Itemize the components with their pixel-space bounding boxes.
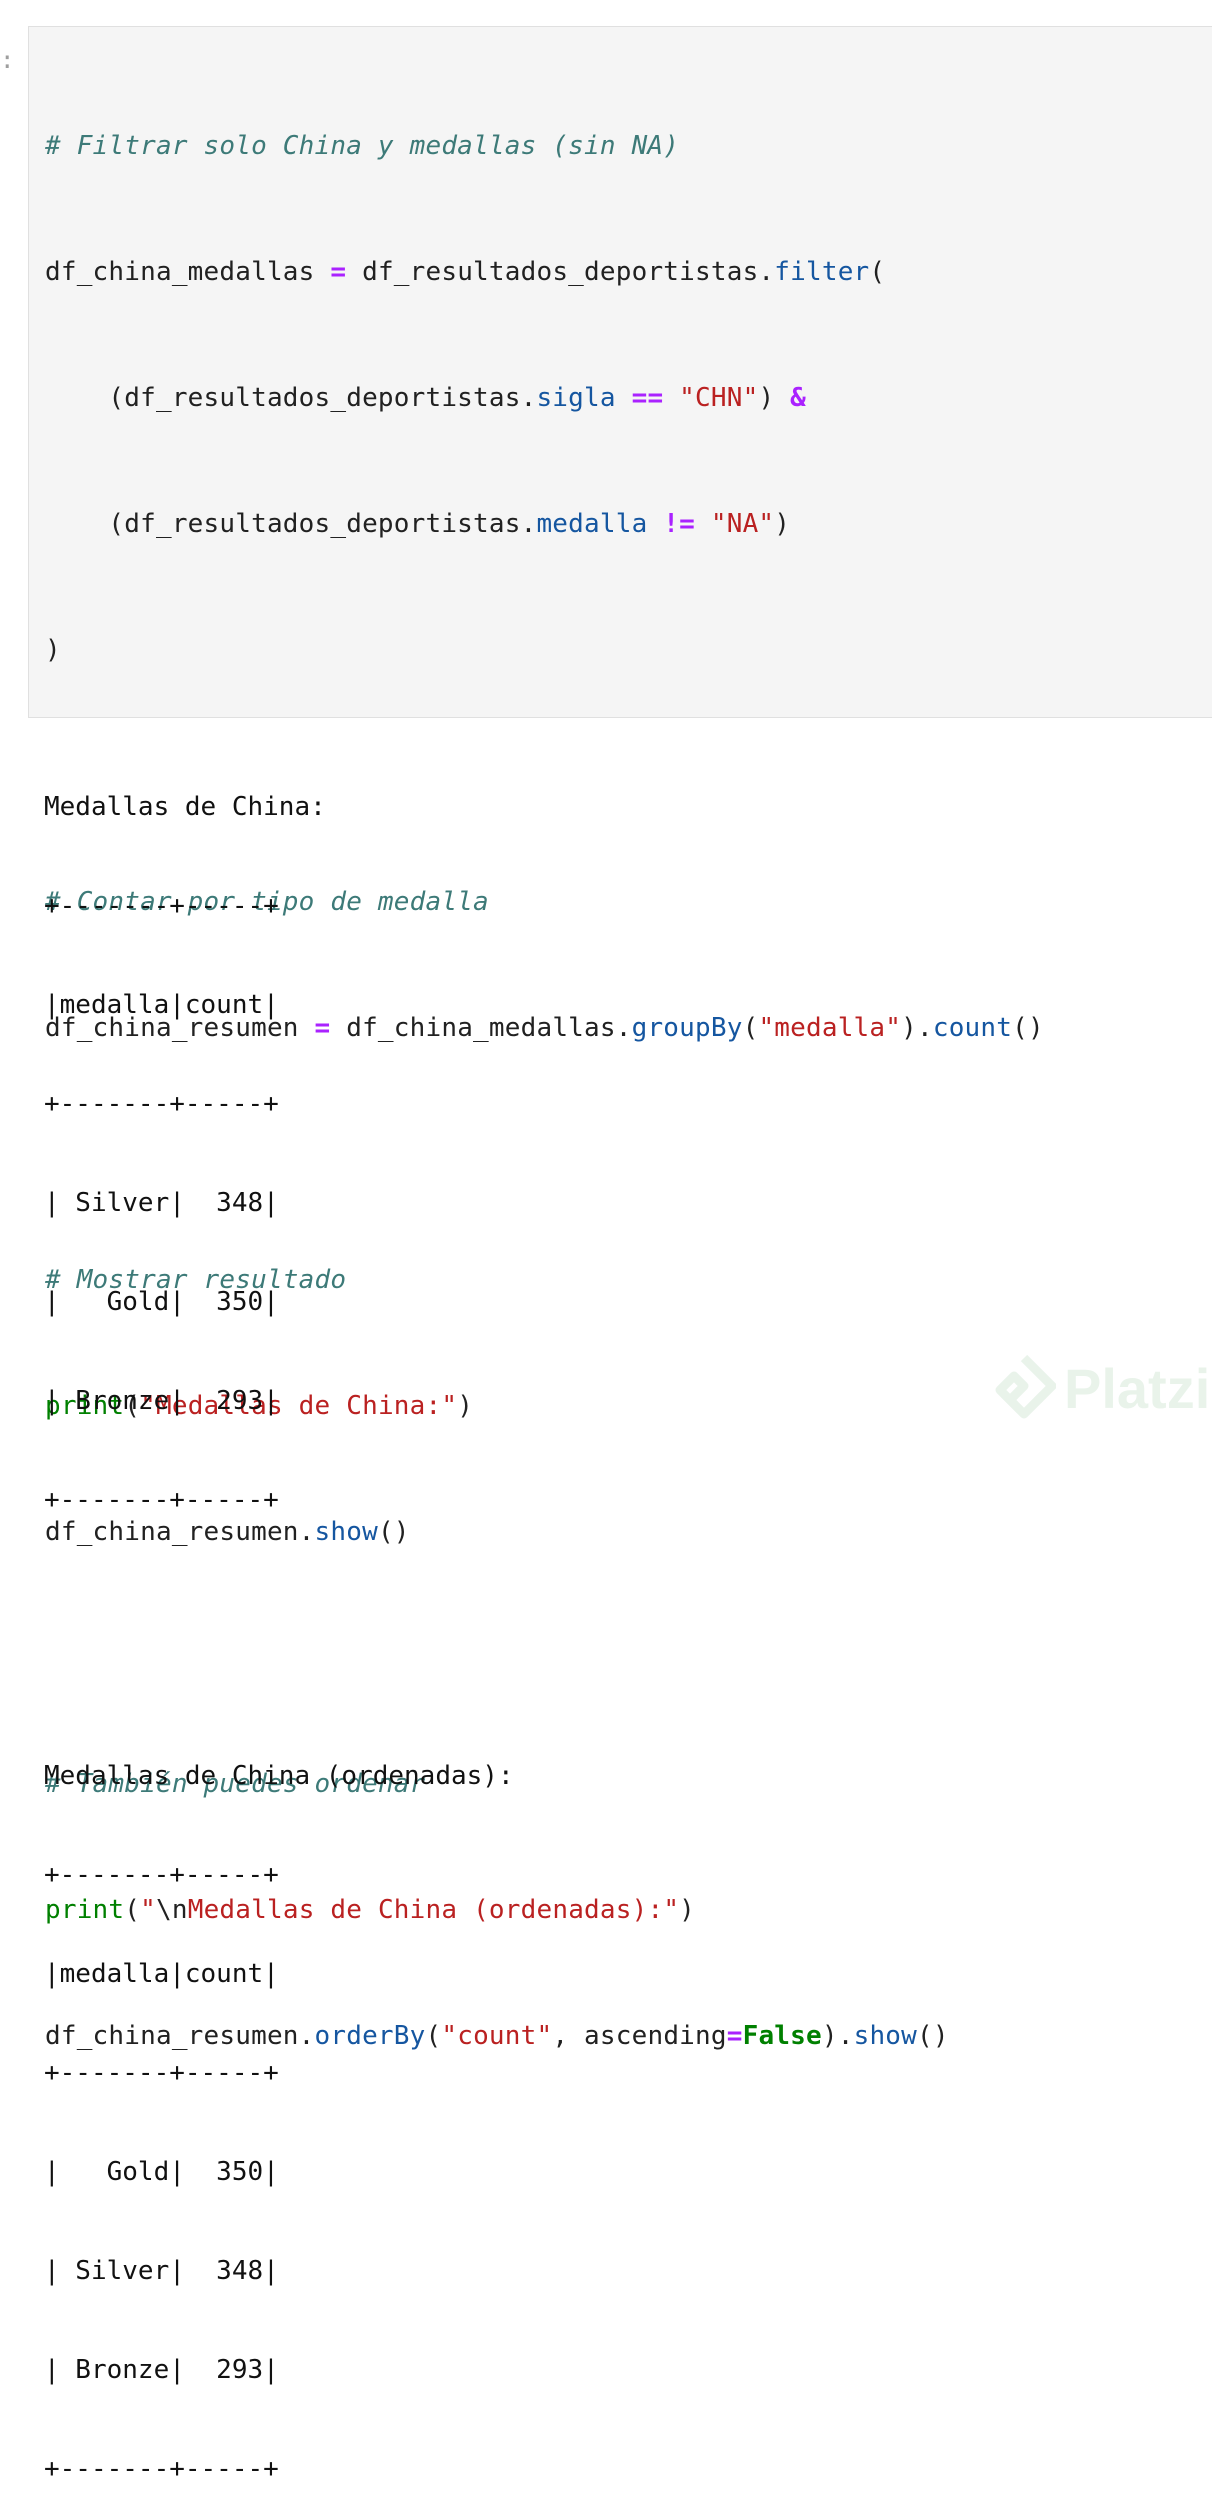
output-title: Medallas de China (ordenadas): — [44, 1761, 514, 1791]
code-token: ) — [758, 383, 791, 413]
code-string: "medalla" — [758, 1013, 902, 1043]
code-token: df_china_medallas. — [330, 1013, 632, 1043]
code-operator: = — [330, 257, 347, 287]
code-token: () — [1012, 1013, 1044, 1043]
code-cell-input[interactable]: # Filtrar solo China y medallas (sin NA)… — [28, 26, 1212, 2051]
code-method: filter — [774, 257, 870, 287]
platzi-watermark: Platzi — [992, 1350, 1210, 1430]
code-token: df_china_medallas — [45, 257, 331, 287]
output-table-row: | Gold| 350| — [44, 1287, 279, 1317]
code-token: df_china_resumen — [45, 1013, 315, 1043]
code-builtin: print — [45, 1391, 125, 1421]
code-token: ( — [124, 1391, 141, 1421]
code-string: "Medallas de China:" — [140, 1391, 458, 1421]
output-title: Medallas de China: — [44, 792, 326, 822]
code-comment: # Filtrar solo China y medallas (sin NA) — [45, 131, 680, 161]
code-token: ) — [45, 635, 61, 665]
output-table-border: +-------+-----+ — [44, 1860, 279, 1890]
output-table-row: | Silver| 348| — [44, 1188, 279, 1218]
watermark-text: Platzi — [1064, 1357, 1211, 1420]
code-token — [663, 383, 679, 413]
output-table-header: |medalla|count| — [44, 1959, 279, 1989]
output-table-row: | Silver| 348| — [44, 2256, 279, 2286]
code-token: (df_resultados_deportistas. — [45, 383, 537, 413]
code-token: ). — [901, 1013, 933, 1043]
platzi-logo-icon — [995, 1354, 1056, 1419]
code-method: count — [932, 1013, 1013, 1043]
code-keyword: False — [742, 2021, 822, 2051]
code-line-1: # Filtrar solo China y medallas (sin NA) — [45, 125, 1044, 167]
code-line-2: df_china_medallas = df_resultados_deport… — [45, 251, 1044, 293]
code-method: groupBy — [631, 1013, 743, 1043]
output-table-border: +-------+-----+ — [44, 2454, 279, 2484]
code-line-7: # Contar por tipo de medalla — [45, 881, 1044, 923]
code-line-5: ) — [45, 629, 1044, 671]
output-table-border: +-------+-----+ — [44, 891, 279, 921]
code-operator: & — [790, 383, 807, 413]
code-attribute: medalla — [536, 509, 648, 539]
code-token — [647, 509, 663, 539]
code-attribute: sigla — [536, 383, 616, 413]
output-table-border: +-------+-----+ — [44, 2058, 279, 2088]
output-table-border: +-------+-----+ — [44, 1089, 279, 1119]
code-operator: != — [663, 509, 696, 539]
cell-prompt: : — [0, 46, 15, 74]
code-token: () — [917, 2021, 949, 2051]
code-token — [616, 383, 632, 413]
output-table-row: | Bronze| 293| — [44, 1386, 279, 1416]
code-token: df_resultados_deportistas. — [346, 257, 775, 287]
output-table-header: |medalla|count| — [44, 990, 279, 1020]
code-token: ( — [742, 1013, 759, 1043]
output-table-row: | Bronze| 293| — [44, 2355, 279, 2385]
cell-output: Medallas de China: +-------+-----+ |meda… — [44, 728, 514, 2519]
output-spacer — [44, 1580, 514, 1697]
code-token: ) — [457, 1391, 474, 1421]
code-operator: == — [631, 383, 664, 413]
code-token: ). — [821, 2021, 854, 2051]
output-table-border: +-------+-----+ — [44, 1485, 279, 1515]
code-line-10: # Mostrar resultado — [45, 1259, 1044, 1301]
code-operator: = — [726, 2021, 743, 2051]
code-token: , ascending — [552, 2021, 727, 2051]
code-line-4: (df_resultados_deportistas.medalla != "N… — [45, 503, 1044, 545]
output-table-row: | Gold| 350| — [44, 2157, 279, 2187]
code-line-3: (df_resultados_deportistas.sigla == "CHN… — [45, 377, 1044, 419]
code-string: "NA" — [710, 509, 775, 539]
code-line-8: df_china_resumen = df_china_medallas.gro… — [45, 1007, 1044, 1049]
code-token: (df_resultados_deportistas. — [45, 509, 537, 539]
code-string: "CHN" — [679, 383, 759, 413]
code-comment: # Contar por tipo de medalla — [45, 887, 489, 917]
code-token: ( — [869, 257, 886, 287]
code-token: ) — [774, 509, 791, 539]
code-token: ) — [679, 1895, 696, 1925]
code-line-11: print("Medallas de China:") — [45, 1385, 1044, 1427]
code-method: show — [853, 2021, 918, 2051]
code-operator: = — [314, 1013, 331, 1043]
code-token — [695, 509, 711, 539]
code-comment: # Mostrar resultado — [45, 1265, 347, 1295]
